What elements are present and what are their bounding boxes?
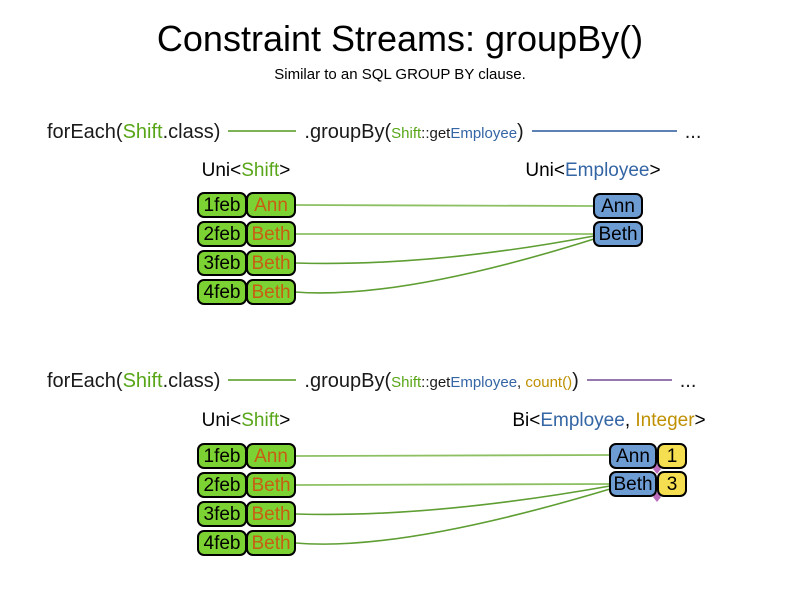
page-subtitle: Similar to an SQL GROUP BY clause.: [274, 66, 526, 83]
ellipsis: ...: [679, 370, 697, 392]
uni-shift-label-1: Uni<Shift>: [201, 160, 291, 181]
connector-4feb-beth: [294, 238, 595, 294]
shift-employee-cell: Ann: [246, 192, 296, 218]
page-title: Constraint Streams: groupBy(): [156, 18, 644, 59]
connector2-1feb-ann: [295, 454, 611, 457]
code-line-1: forEach(Shift.class) .groupBy(Shift::getE…: [47, 121, 701, 144]
groupby-call: .groupBy(Shift::getEmployee): [304, 121, 524, 143]
shift-date-cell: 4feb: [197, 279, 247, 305]
group-employee-box: Beth: [593, 221, 643, 247]
connector-1feb-ann: [294, 204, 595, 207]
foreach-call: forEach(Shift.class): [47, 121, 221, 143]
shift-employee-cell: Ann: [246, 443, 296, 469]
code-line-2: forEach(Shift.class) .groupBy(Shift::getE…: [47, 370, 696, 393]
group-employee-box: Ann: [609, 443, 657, 469]
shift-employee-cell: Beth: [246, 279, 296, 305]
uni-employee-label: Uni<Employee>: [525, 160, 661, 181]
shift-date-cell: 1feb: [197, 192, 247, 218]
shift-employee-cell: Beth: [246, 530, 296, 556]
stream-line-green: [228, 130, 297, 132]
foreach-call: forEach(Shift.class): [47, 370, 221, 392]
connector-3feb-beth: [294, 235, 595, 265]
shift-date-cell: 2feb: [197, 221, 247, 247]
shift-employee-cell: Beth: [246, 472, 296, 498]
ellipsis: ...: [684, 121, 702, 143]
group-count-box: 3: [657, 471, 687, 497]
shift-date-cell: 1feb: [197, 443, 247, 469]
shift-date-cell: 3feb: [197, 501, 247, 527]
connector2-2feb-beth: [295, 483, 611, 486]
uni-shift-label-2: Uni<Shift>: [201, 410, 291, 431]
group-employee-box: Ann: [593, 193, 643, 219]
shift-employee-cell: Beth: [246, 221, 296, 247]
groupby-call: .groupBy(Shift::getEmployee, count()): [304, 370, 579, 392]
shift-employee-cell: Beth: [246, 250, 296, 276]
shift-date-cell: 3feb: [197, 250, 247, 276]
shift-date-cell: 2feb: [197, 472, 247, 498]
stream-line-blue: [531, 130, 677, 132]
group-employee-box: Beth: [609, 471, 657, 497]
shift-employee-cell: Beth: [246, 501, 296, 527]
shift-date-cell: 4feb: [197, 530, 247, 556]
connector2-4feb-beth: [295, 488, 611, 545]
connector2-3feb-beth: [295, 485, 611, 516]
bi-employee-integer-label: Bi<Employee, Integer>: [512, 410, 706, 431]
stream-line-purple: [586, 379, 672, 381]
group-count-box: 1: [657, 443, 687, 469]
stream-line-green: [228, 379, 297, 381]
